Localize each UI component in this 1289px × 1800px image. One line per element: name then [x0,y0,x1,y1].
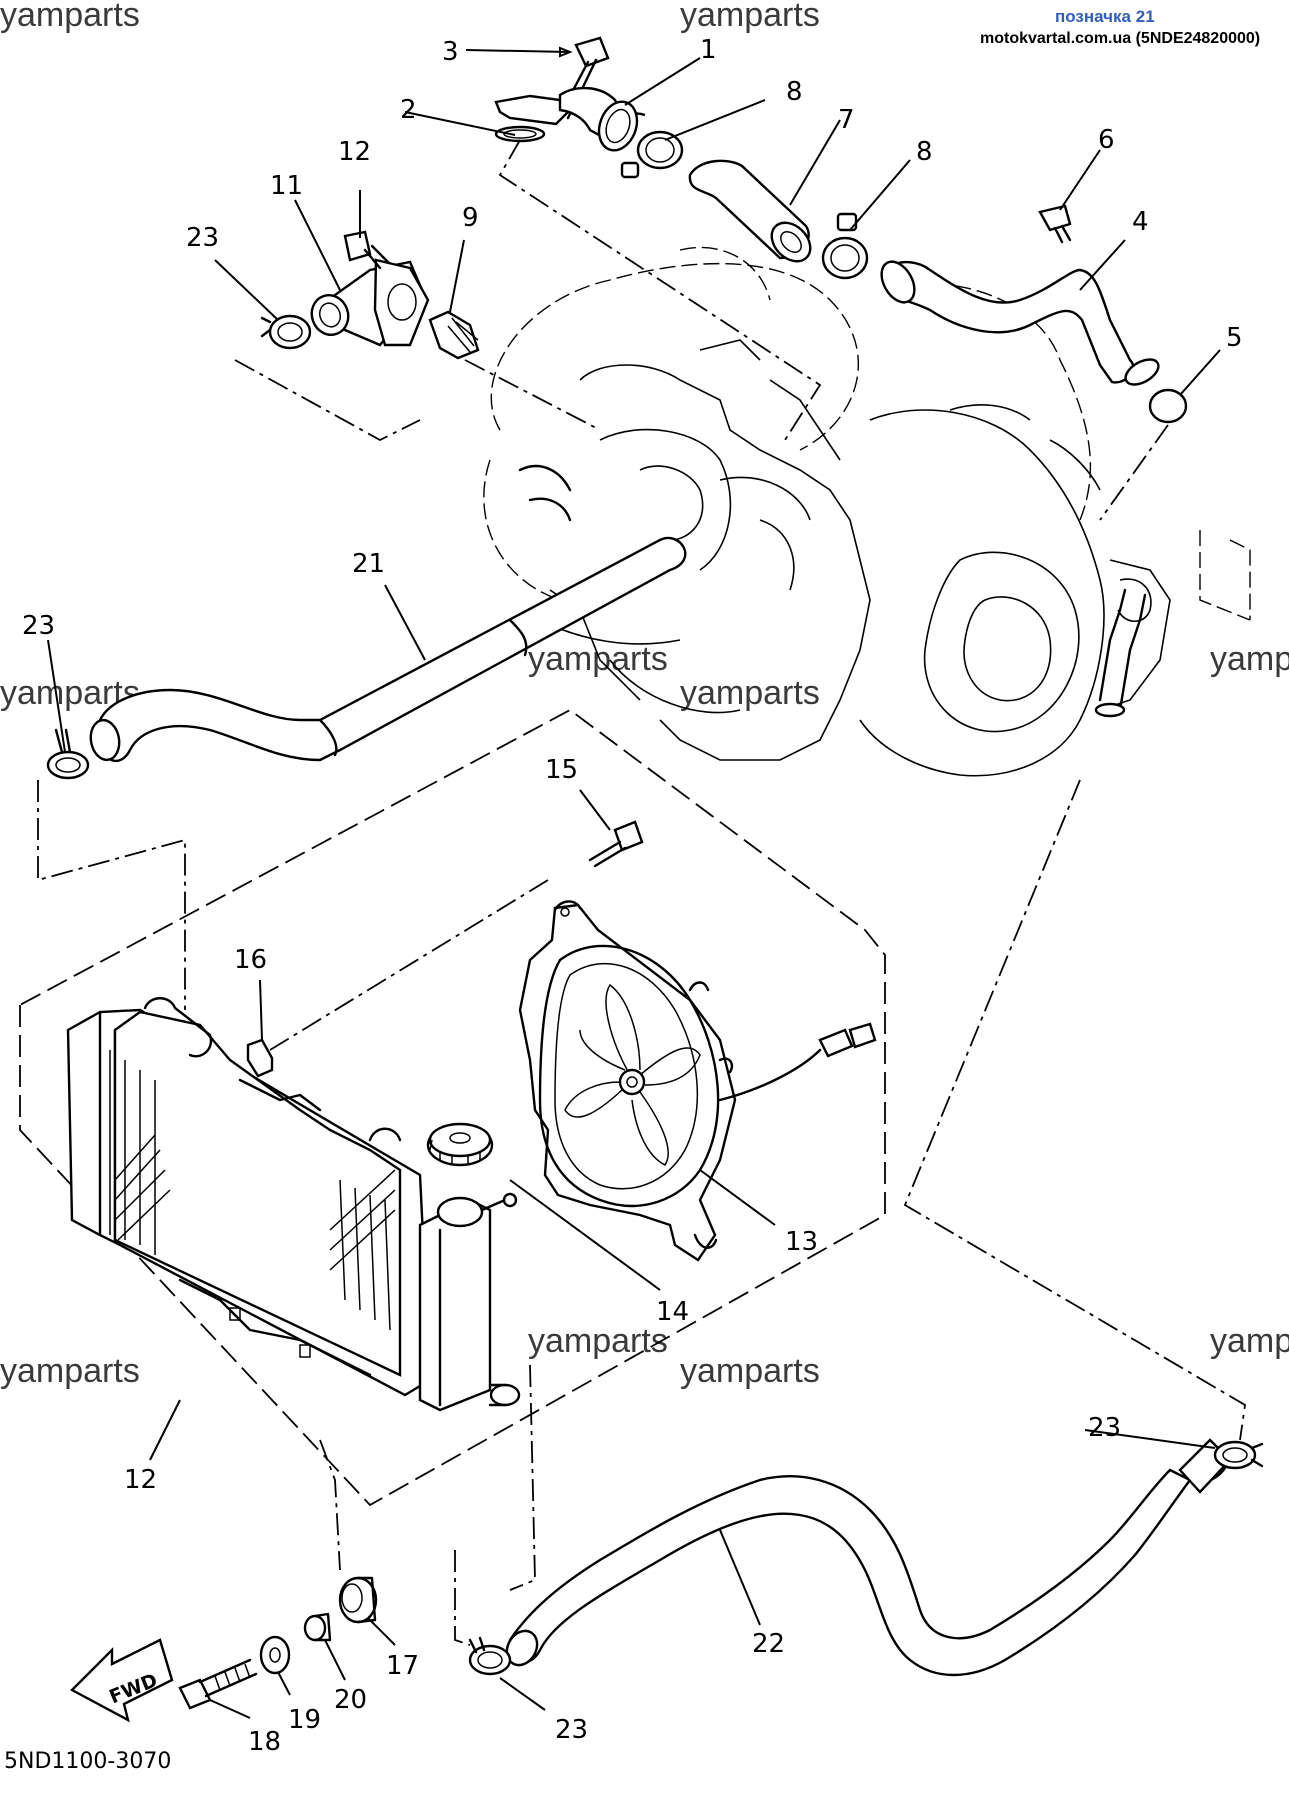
watermarks: yamparts yamparts yamparts yamparts yamp… [0,0,1289,1390]
bolt-part-18 [178,1658,258,1710]
callout-19: 19 [288,1705,321,1735]
callout-2: 2 [400,95,417,125]
fan-part-13 [518,900,877,1262]
callout-1: 1 [700,35,717,65]
callout-13: 13 [785,1227,818,1257]
callout-23: 23 [186,223,219,253]
hose-part-7 [688,159,812,263]
fitting-part-10 [310,258,430,347]
forward-direction-arrow: FWD [70,1638,174,1723]
elbow-part-1 [494,86,646,152]
diagram-code: 5ND1100-3070 [4,1749,171,1774]
callout-14: 14 [656,1297,689,1327]
clamp-part-23 [468,1636,512,1676]
callout-18: 18 [248,1727,281,1757]
callout-3: 3 [442,37,459,67]
callout-7: 7 [838,105,855,135]
clamp-part-23 [260,314,312,350]
engine-outline [483,246,1251,777]
callout-9: 9 [462,203,479,233]
watermark: yamparts [680,0,820,34]
pipe-part-4 [880,260,1160,386]
callout-20: 20 [334,1685,367,1715]
clamp-part-23 [1213,1440,1264,1470]
bolt-part-6 [1038,204,1072,244]
part-number-callouts: 3 1 2 8 7 8 6 4 5 12 11 9 23 21 23 15 16… [22,35,1243,1757]
callout-10: 11 [270,171,303,201]
bolt-part-15 [588,820,644,868]
leader-lines [47,46,1221,1719]
callout-5: 5 [1226,323,1243,353]
callout-21: 21 [352,549,385,579]
callout-11: 12 [338,137,371,167]
bolt-part-11 [343,230,390,270]
clamp-part-23 [46,728,90,780]
clamp-part-8 [821,212,869,280]
thermostat-part-9 [428,310,480,360]
clamp-part-8 [620,130,684,179]
washer-part-19 [259,1635,291,1675]
grommet-part-17 [338,1576,378,1624]
radiator-part-12 [66,997,521,1412]
hose-part-21 [89,536,687,762]
o-ring-part-5 [1148,388,1188,424]
connection-lines [37,139,1246,1646]
callout-12: 12 [124,1465,157,1495]
watermark: yamparts [528,1322,668,1360]
callout-16: 16 [234,945,267,975]
callout-8: 8 [786,77,803,107]
watermark: yamparts [0,1352,140,1390]
header-subtitle: motokvartal.com.ua (5NDE24820000) [980,30,1260,47]
hose-part-22 [505,1438,1232,1677]
header-title: позначка 21 [1055,7,1155,26]
watermark: yamparts [680,1352,820,1390]
callout-8: 8 [916,137,933,167]
watermark: yamparts [528,640,668,678]
callout-17: 17 [386,1651,419,1681]
callout-6: 6 [1098,125,1115,155]
callout-23: 23 [555,1715,588,1745]
watermark: yamparts [1210,640,1289,678]
callout-4: 4 [1132,207,1149,237]
watermark: yamparts [0,0,140,34]
callout-23: 23 [22,611,55,641]
radiator-cap-part-14 [426,1122,494,1167]
callout-22: 22 [752,1629,785,1659]
watermark: yamparts [680,674,820,712]
callout-15: 15 [545,755,578,785]
callout-23: 23 [1088,1413,1121,1443]
collar-part-20 [303,1612,332,1642]
watermark: yamparts [1210,1322,1289,1360]
clip-part-16 [246,1038,274,1078]
